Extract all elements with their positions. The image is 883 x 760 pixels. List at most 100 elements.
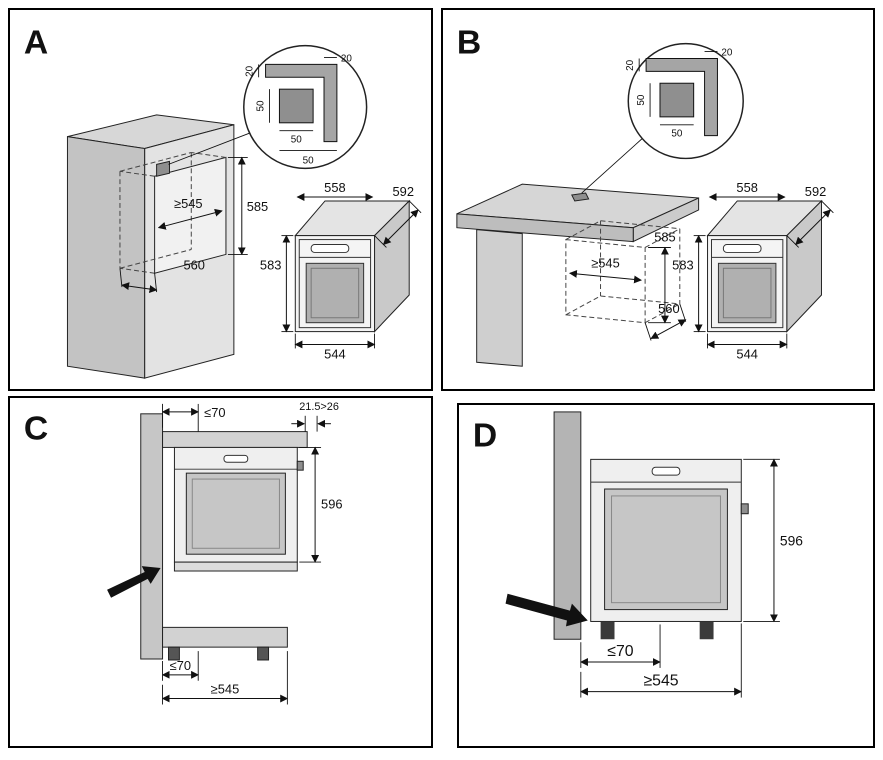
detail-dim-strip-side: 20 [341, 53, 353, 64]
callout-line [581, 138, 643, 194]
oven-height-label: 596 [780, 532, 803, 548]
oven-door-frame [298, 239, 372, 329]
panel-letter-d: D [473, 418, 497, 455]
dim-niche-width-d: ≥545 [580, 623, 743, 698]
foot-left [600, 621, 615, 640]
detail-dim-square-offset: 50 [303, 155, 315, 166]
detail-dim-square-height: 50 [256, 100, 267, 111]
oven-side-latch [740, 503, 749, 515]
cabinet-side-panel [476, 229, 523, 367]
dim-oven-height-a: 583 [260, 234, 294, 333]
oven-door-frame [711, 239, 784, 329]
oven-bottom-trim [173, 561, 298, 572]
corner-detail-callout-b: 20 20 50 50 [581, 42, 744, 194]
ventilation-arrow [107, 566, 161, 598]
oven-c [173, 446, 304, 572]
vent-square [278, 88, 314, 124]
dim-oven-bottom-width-a: 544 [294, 333, 376, 361]
oven-door-window [604, 488, 728, 611]
dim-niche-width-b: ≥545 [569, 255, 642, 284]
dim-front-clearance-c: 21.5>26 [291, 401, 339, 432]
detail-dim-strip-side: 20 [721, 48, 733, 59]
niche-height-label: 585 [654, 230, 675, 245]
worktop-front-edge [456, 213, 634, 243]
niche-height-label: 585 [247, 199, 268, 214]
callout-line [168, 132, 251, 165]
dim-niche-depth-a: 560 [119, 257, 205, 293]
oven-height-label: 583 [260, 257, 281, 272]
dim-niche-width-a: ≥545 [157, 196, 223, 230]
detail-dim-square-width: 50 [671, 129, 683, 140]
dim-niche-width-c: ≥545 [161, 651, 289, 705]
diagram-d: D 596 [473, 411, 803, 698]
dim-oven-top-width-b: 558 [708, 180, 786, 201]
dim-niche-height-a: 585 [227, 156, 268, 256]
foot-right [257, 646, 270, 661]
dim-oven-top-width-a: 558 [296, 180, 374, 201]
corner-detail-callout-a: 20 20 50 50 50 [168, 44, 368, 170]
niche-width-label: ≥545 [174, 196, 203, 211]
dim-oven-top-depth-a: 592 [374, 184, 422, 248]
oven-b [706, 199, 823, 333]
dim-oven-height-c: 596 [299, 446, 343, 563]
cabinet-side-wall [140, 413, 164, 660]
detail-dim-lines [638, 51, 718, 126]
worktop-slab [162, 431, 308, 448]
oven-bottom-width-label: 544 [736, 346, 757, 361]
plinth [162, 626, 288, 648]
bottom-clearance-label: ≤70 [607, 643, 634, 660]
oven-d [590, 458, 749, 640]
oven-top-depth-label: 592 [805, 184, 826, 199]
detail-dim-strip-top: 20 [625, 59, 636, 70]
bottom-clearance-label: ≤70 [170, 658, 191, 673]
niche-opening [154, 156, 227, 274]
niche-width-label: ≥545 [211, 682, 240, 697]
oven-handle [310, 244, 350, 253]
oven-a [294, 199, 411, 333]
detail-dim-square-width: 50 [291, 135, 303, 146]
front-clearance-label: 21.5>26 [299, 401, 339, 413]
worktop-cabinet-b [456, 183, 700, 367]
diagram-a: A [24, 25, 422, 379]
dim-oven-top-depth-b: 592 [786, 184, 834, 248]
detail-dim-square-height: 50 [636, 94, 647, 105]
oven-top-width-label: 558 [324, 180, 345, 195]
oven-window-inner [722, 267, 772, 319]
top-clearance-label: ≤70 [204, 405, 225, 420]
oven-handle [722, 244, 762, 253]
corner-strips [265, 63, 338, 143]
detail-dim-strip-top: 20 [245, 65, 256, 76]
oven-height-label: 583 [672, 257, 693, 272]
oven-window-inner [611, 495, 721, 604]
dim-niche-depth-b: 560 [644, 301, 687, 341]
oven-handle [651, 466, 681, 476]
diagram-c: C ≤70 [24, 401, 343, 705]
dim-bottom-clearance-d: ≤70 [580, 624, 661, 668]
foot-right [699, 621, 714, 640]
dim-oven-height-b: 583 [672, 234, 706, 333]
niche-depth-label: 560 [658, 301, 679, 316]
dim-oven-bottom-width-b: 544 [706, 333, 788, 361]
panel-d: D 596 [457, 403, 875, 748]
vent-cutout-marker [571, 192, 590, 202]
oven-bottom-width-label: 544 [324, 346, 345, 361]
oven-window-inner [191, 478, 280, 549]
oven-door-window [717, 262, 777, 324]
oven-side-latch [296, 460, 304, 471]
oven-window-inner [310, 267, 360, 319]
oven-handle [223, 454, 249, 463]
oven-door-window [305, 262, 365, 324]
panel-a: A [8, 8, 433, 391]
oven-top-depth-label: 592 [393, 184, 414, 199]
diagram-b: B [456, 25, 834, 367]
vent-square [659, 82, 695, 118]
panel-b: B [441, 8, 875, 391]
niche-width-label: ≥545 [643, 673, 678, 690]
panel-letter-b: B [457, 25, 481, 62]
niche-width-label: ≥545 [591, 255, 620, 270]
cabinet-left-face [66, 136, 146, 379]
cabinet-side-wall [553, 411, 582, 640]
dim-top-clearance-c: ≤70 [161, 403, 226, 432]
oven-top-width-label: 558 [736, 180, 757, 195]
